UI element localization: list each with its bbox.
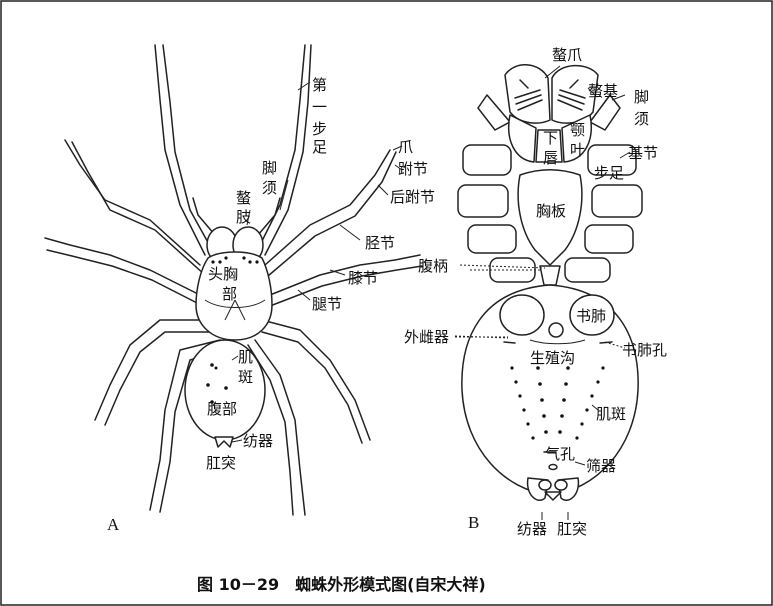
- dorsal-view-drawing: [44, 44, 423, 516]
- label-book-lung-slit: 书肺孔: [622, 341, 667, 359]
- label-epigynum: 外雌器: [404, 328, 449, 346]
- label-spinnerets-a: 纺器: [243, 432, 273, 450]
- spinnerets-a: [214, 436, 234, 448]
- label-spinnerets-b: 纺器: [517, 520, 547, 538]
- svg-text:足: 足: [312, 138, 327, 156]
- label-claw: 爪: [398, 138, 413, 156]
- label-pedipalp-a: 脚: [262, 159, 277, 177]
- label-chelicera-claw: 螯爪: [552, 46, 582, 64]
- label-abdomen: 腹部: [207, 400, 237, 418]
- label-walking-leg-b: 步足: [594, 164, 624, 182]
- label-muscle-spot-b: 肌斑: [596, 405, 626, 423]
- legs-left: [44, 44, 226, 513]
- muscle-spots-a: [206, 363, 228, 404]
- label-tarsus: 跗节: [398, 160, 428, 178]
- panel-label-b: B: [468, 513, 479, 532]
- label-labium: 下: [543, 129, 558, 147]
- epigynum-b: [548, 322, 564, 338]
- label-pedipalp-b: 脚: [634, 88, 649, 106]
- labium-b: [535, 129, 563, 163]
- svg-text:部: 部: [222, 285, 237, 303]
- cephalothorax-a: [195, 251, 273, 341]
- spinnerets-b: [526, 477, 580, 501]
- svg-text:肢: 肢: [236, 208, 251, 226]
- panel-label-a: A: [107, 515, 120, 534]
- svg-text:一: 一: [312, 98, 327, 116]
- label-patella: 膝节: [348, 269, 378, 287]
- label-first-leg: 第: [312, 76, 327, 94]
- label-genital-groove: 生殖沟: [530, 349, 575, 367]
- label-sternum: 胸板: [536, 202, 566, 220]
- maxillae-b: [508, 114, 537, 163]
- label-chelicera-base: 螯基: [588, 82, 618, 100]
- label-book-lung: 书肺: [576, 307, 606, 325]
- figure-caption: 图 10－29 蜘蛛外形模式图(自宋大祥): [197, 575, 486, 594]
- svg-text:须: 须: [262, 179, 277, 197]
- pedipalp-a: [192, 197, 216, 236]
- label-coxa: 基节: [628, 144, 658, 162]
- coxae-b: [457, 144, 643, 283]
- label-spiracle: 气孔: [545, 445, 575, 463]
- svg-text:须: 须: [634, 110, 649, 128]
- label-chelicera-a: 螯: [236, 189, 251, 207]
- svg-text:叶: 叶: [570, 141, 585, 159]
- label-anal-tubercle-b: 肛突: [557, 520, 587, 538]
- book-lungs-b: [499, 294, 545, 336]
- label-cephalothorax: 头胸: [208, 265, 238, 283]
- svg-text:步: 步: [312, 120, 327, 138]
- ventral-view-drawing: [454, 64, 643, 520]
- label-anal-tubercle-a: 肛突: [206, 454, 236, 472]
- label-muscle-spot-a: 肌: [238, 348, 253, 366]
- label-metatarsus: 后跗节: [390, 188, 435, 206]
- label-tibia: 胫节: [365, 234, 395, 252]
- sternum-b: [517, 169, 583, 266]
- eyes-a: [211, 256, 259, 264]
- label-femur: 腿节: [312, 295, 342, 313]
- pedicel-b: [539, 265, 561, 286]
- pedipalps-b: [477, 94, 511, 131]
- label-cribellum: 筛器: [586, 457, 616, 475]
- label-maxilla: 颚: [570, 121, 585, 139]
- svg-text:唇: 唇: [543, 149, 558, 167]
- leader-lines-b: [454, 65, 631, 520]
- leader-lines-a: [231, 81, 403, 443]
- muscle-spot-rows-b: [510, 366, 605, 440]
- legs-right: [247, 44, 423, 516]
- label-pedicel: 腹柄: [418, 257, 448, 275]
- svg-text:斑: 斑: [238, 368, 253, 386]
